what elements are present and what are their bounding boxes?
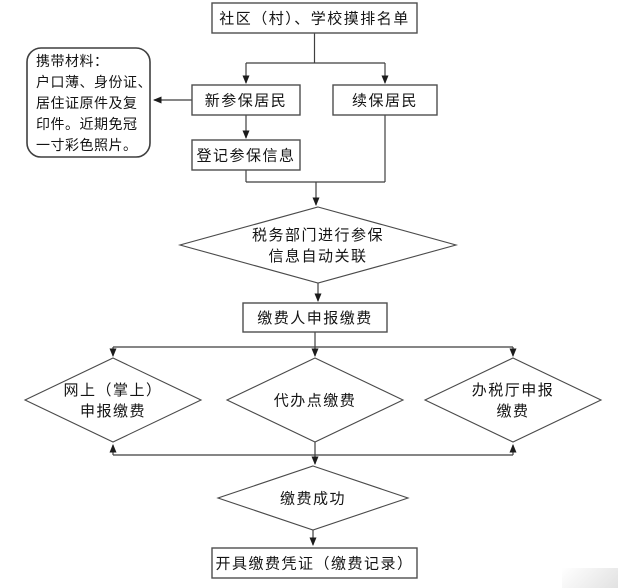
label-tax-auto-link-line-1: 信息自动关联 <box>268 247 367 265</box>
label-pay-success: 缴费成功 <box>280 490 346 508</box>
edges-layer <box>109 33 517 546</box>
label-new-resident: 新参保居民 <box>205 92 288 110</box>
node-register-info <box>191 139 301 171</box>
label-materials-note-line-1: 户口薄、身份证、 <box>36 74 152 91</box>
node-materials-note <box>26 47 151 158</box>
label-register-info: 登记参保信息 <box>196 147 295 165</box>
node-pay-success <box>216 465 410 531</box>
label-tax-auto-link-line-0: 税务部门进行参保 <box>252 226 384 244</box>
node-agent-pay <box>225 357 405 443</box>
label-online-pay: 网上（掌上） 申报缴费 <box>63 381 162 420</box>
node-renew-resident <box>332 84 438 116</box>
node-online-pay <box>23 357 203 443</box>
label-issue-receipt: 开具缴费凭证（缴费记录） <box>215 555 413 573</box>
label-agent-pay: 代办点缴费 <box>274 392 357 410</box>
node-community-list <box>211 2 418 34</box>
label-payer-declare-line-0: 缴费人申报缴费 <box>257 309 373 327</box>
label-taxhall-pay-line-0: 办税厅申报 <box>472 381 555 399</box>
label-tax-auto-link: 税务部门进行参保信息自动关联 <box>252 226 384 265</box>
label-materials-note-line-2: 居住证原件及复 <box>36 95 138 112</box>
label-taxhall-pay-line-1: 缴费 <box>496 402 529 420</box>
label-online-pay-line-0: 网上（掌上） <box>63 381 162 399</box>
label-renew-resident: 续保居民 <box>352 92 418 110</box>
label-issue-receipt-line-0: 开具缴费凭证（缴费记录） <box>215 555 413 573</box>
label-pay-success-line-0: 缴费成功 <box>280 490 346 508</box>
label-materials-note: 携带材料： 户口薄、身份证、居住证原件及复印件。近期免冠一寸彩色照片。 <box>36 54 152 154</box>
node-payer-declare <box>242 302 388 333</box>
label-register-info-line-0: 登记参保信息 <box>196 147 295 165</box>
label-materials-note-line-4: 一寸彩色照片。 <box>36 137 138 154</box>
node-issue-receipt <box>211 547 418 579</box>
label-payer-declare: 缴费人申报缴费 <box>257 309 373 327</box>
label-community-list: 社区（村）、学校摸排名单 <box>219 10 410 28</box>
label-materials-note-line-3: 印件。近期免冠 <box>36 117 138 133</box>
node-taxhall-pay <box>423 357 603 443</box>
label-community-list-line-0: 社区（村）、学校摸排名单 <box>219 10 410 28</box>
label-new-resident-line-0: 新参保居民 <box>205 92 288 110</box>
node-new-resident <box>191 84 301 116</box>
label-materials-note-line-0: 携带材料： <box>36 54 109 70</box>
label-renew-resident-line-0: 续保居民 <box>352 92 418 110</box>
label-taxhall-pay: 办税厅申报缴费 <box>472 381 555 420</box>
node-tax-auto-link <box>177 206 459 284</box>
label-online-pay-line-1: 申报缴费 <box>80 402 146 420</box>
label-agent-pay-line-0: 代办点缴费 <box>274 392 357 410</box>
